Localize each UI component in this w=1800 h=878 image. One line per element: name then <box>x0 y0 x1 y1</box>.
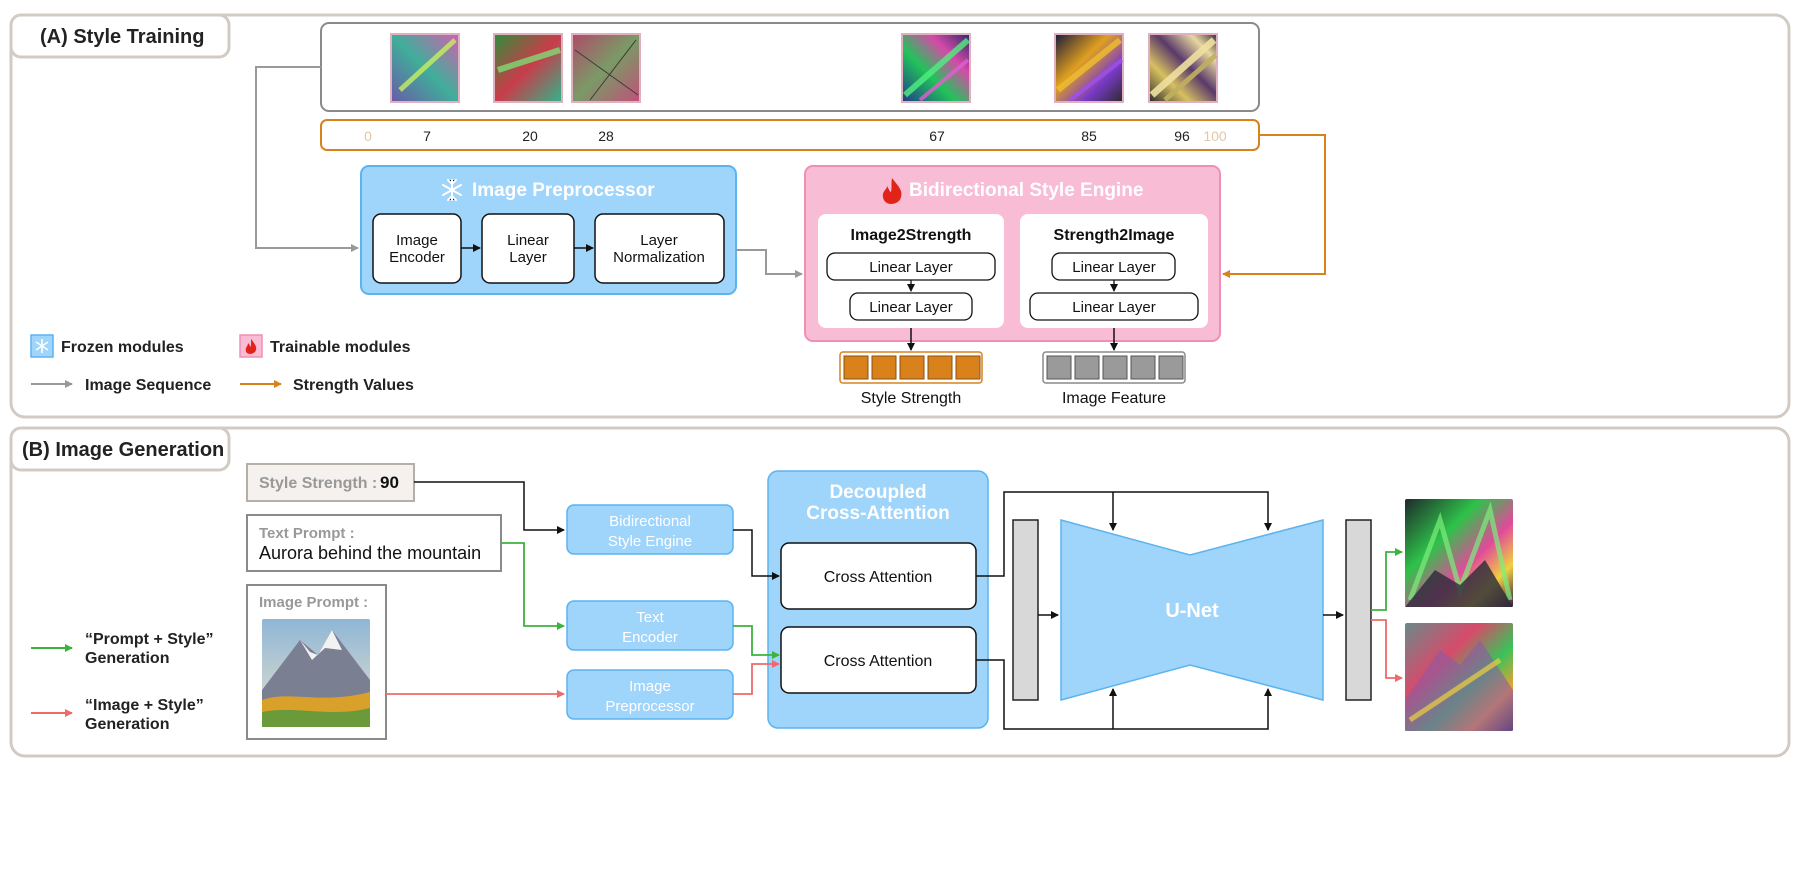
image-prompt-label: Image Prompt : <box>259 594 368 611</box>
legend-flame-icon <box>245 339 257 354</box>
tick-100: 100 <box>1203 128 1227 144</box>
text-prompt-value: Aurora behind the mountain <box>259 543 481 563</box>
legend-image-style-label-1: “Image + Style” <box>85 697 204 714</box>
mountain-painting-image <box>262 619 370 727</box>
legend-trainable-label: Trainable modules <box>270 339 411 356</box>
strength2image-linear-2-label: Linear Layer <box>1072 299 1155 316</box>
arrow-strength-to-engine <box>414 481 565 534</box>
layer-normalization-label-2: Normalization <box>613 249 705 266</box>
tick-20: 20 <box>522 128 538 144</box>
legend-prompt-style-label-2: Generation <box>85 650 169 667</box>
text-prompt-box <box>246 514 502 572</box>
style-engine-b-label-1: Bidirectional <box>609 513 691 530</box>
prompt-style-output-image <box>1405 499 1513 607</box>
decoupled-title-2: Cross-Attention <box>806 503 950 524</box>
linear-layer-label-2: Layer <box>509 249 547 266</box>
legend-strength-values-label: Strength Values <box>293 377 414 394</box>
text-encoder-label-2: Encoder <box>622 629 678 646</box>
text-prompt-label: Text Prompt : <box>259 525 355 542</box>
image-encoder-label-2: Encoder <box>389 249 445 266</box>
legend-frozen-label: Frozen modules <box>61 339 184 356</box>
unet-input-latent <box>1012 519 1039 701</box>
image-preprocessor-b-label-1: Image <box>629 678 671 695</box>
style-strength-input-value: 90 <box>380 473 399 492</box>
arrow-to-prompt-style-output <box>1371 548 1403 611</box>
arrow-engine-to-cross-attention <box>733 529 780 580</box>
image-feature-vector <box>1042 351 1186 384</box>
sample-image-67 <box>901 33 971 103</box>
tick-28: 28 <box>598 128 614 144</box>
legend-prompt-style-label-1: “Prompt + Style” <box>85 631 213 648</box>
cross-attention-1-label: Cross Attention <box>824 569 933 586</box>
arrow-ca2-bottom-right <box>976 659 1272 730</box>
panel-b-title: (B) Image Generation <box>22 439 224 461</box>
tick-0: 0 <box>364 128 372 144</box>
panel-b-title-box <box>9 426 231 472</box>
tick-85: 85 <box>1081 128 1097 144</box>
legend-snowflake-icon <box>35 339 49 353</box>
sample-image-20 <box>493 33 563 103</box>
decoupled-title-1: Decoupled <box>829 482 926 503</box>
flame-icon <box>882 178 902 204</box>
image-style-output-image <box>1405 623 1513 731</box>
sample-image-7 <box>390 33 460 103</box>
image-preprocessor-title: Image Preprocessor <box>472 180 655 201</box>
image-feature-label: Image Feature <box>1062 390 1166 407</box>
style-strength-input <box>246 463 415 502</box>
image2strength-title: Image2Strength <box>851 227 972 244</box>
panel-a-title-box <box>9 13 231 59</box>
arrow-to-image-style-output <box>1371 619 1403 682</box>
legend-image-style-label-2: Generation <box>85 716 169 733</box>
image-encoder-label-1: Image <box>396 232 438 249</box>
tick-67: 67 <box>929 128 945 144</box>
arrow-preprocessor-to-engine <box>736 249 803 278</box>
arrow-preprocessor-to-cross-attention <box>733 660 780 695</box>
image-sequence-arrow <box>255 66 359 252</box>
cross-attention-2-label: Cross Attention <box>824 653 933 670</box>
layer-normalization-block <box>594 213 725 284</box>
arrow-encoder-to-cross-attention <box>733 625 780 659</box>
sample-image-28 <box>571 33 641 103</box>
arrow-text-to-encoder <box>501 542 565 630</box>
style-strength-input-label: Style Strength : <box>259 475 377 492</box>
linear-layer-label-1: Linear <box>507 232 549 249</box>
arrow-ca1-top-right <box>976 491 1272 577</box>
image2strength-linear-2-label: Linear Layer <box>869 299 952 316</box>
sample-image-85 <box>1054 33 1124 103</box>
strength-values-bar <box>320 119 1260 151</box>
sample-image-96 <box>1148 33 1218 103</box>
image-preprocessor-b-label-2: Preprocessor <box>605 698 694 715</box>
strength2image-linear-1-label: Linear Layer <box>1072 259 1155 276</box>
image2strength-linear-1-label: Linear Layer <box>869 259 952 276</box>
tick-96: 96 <box>1174 128 1190 144</box>
unet-output-latent <box>1345 519 1372 701</box>
snowflake-icon <box>442 179 462 201</box>
style-engine-b-label-2: Style Engine <box>608 533 692 550</box>
unet-shape <box>1060 519 1324 701</box>
style-strength-label: Style Strength <box>861 390 962 407</box>
unet-label: U-Net <box>1165 600 1219 622</box>
image2strength-linear-2 <box>849 292 973 321</box>
text-encoder-label-1: Text <box>636 609 664 626</box>
layer-normalization-label-1: Layer <box>640 232 678 249</box>
legend-image-sequence-label: Image Sequence <box>85 377 211 394</box>
strength-values-arrow <box>1222 134 1326 278</box>
panel-a-title: (A) Style Training <box>40 26 204 48</box>
strength2image-title: Strength2Image <box>1054 227 1175 244</box>
tick-7: 7 <box>423 128 431 144</box>
style-engine-title: Bidirectional Style Engine <box>909 180 1143 201</box>
strength2image-linear-2 <box>1029 292 1199 321</box>
style-strength-vector <box>839 351 983 384</box>
